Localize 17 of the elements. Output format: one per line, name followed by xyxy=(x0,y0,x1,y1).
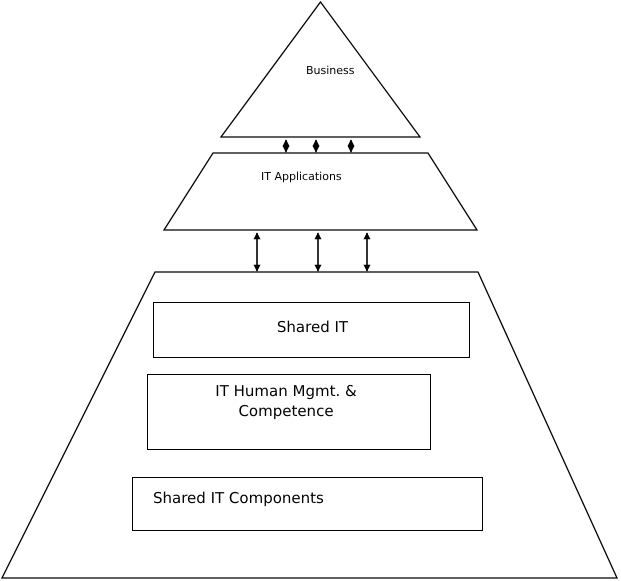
layer-label: IT Applications xyxy=(261,170,343,185)
layer-label: Shared IT Components xyxy=(153,488,325,508)
double-arrow xyxy=(348,139,354,153)
layer-label: Shared IT xyxy=(276,317,350,338)
layer-label: IT Human Mgmt. & Competence xyxy=(214,381,358,422)
layer-box xyxy=(132,477,483,531)
layer-label: Business xyxy=(306,64,356,79)
double-arrow xyxy=(254,232,260,272)
double-arrow xyxy=(314,232,322,272)
trapezoid-shape xyxy=(2,272,617,578)
double-arrow xyxy=(282,139,290,153)
double-arrow xyxy=(312,139,320,153)
layer-box xyxy=(147,374,431,450)
double-arrow xyxy=(364,232,370,272)
trapezoid-shape xyxy=(164,153,477,230)
layer-box xyxy=(153,302,470,358)
triangle-shape xyxy=(221,2,420,137)
